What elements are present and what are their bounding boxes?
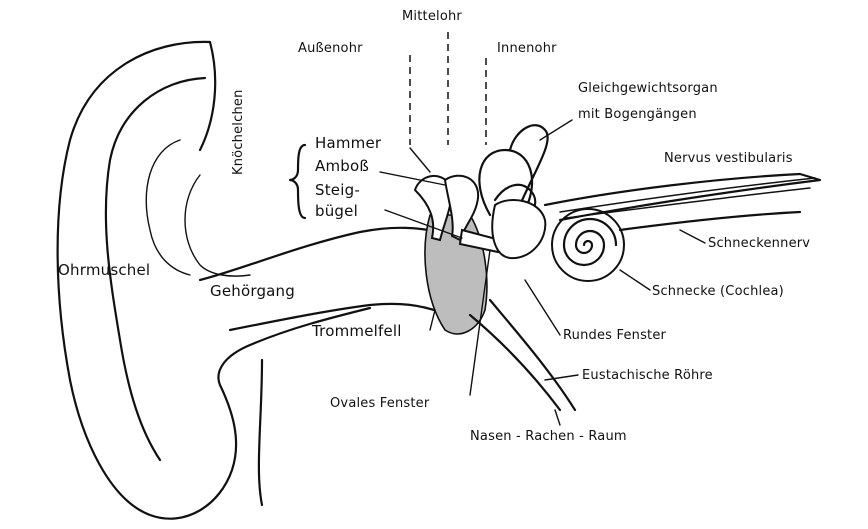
auricle-outline (58, 42, 370, 519)
leader-rundes-fenster (525, 280, 560, 335)
ear-canal-top (200, 228, 440, 280)
label-gleichgewicht-line1: Gleichgewichtsorgan (578, 80, 718, 97)
label-nasen-rachen-raum: Nasen - Rachen - Raum (470, 428, 627, 445)
label-ohrmuschel: Ohrmuschel (58, 262, 150, 279)
label-schnecke: Schnecke (Cochlea) (652, 283, 784, 300)
label-rundes-fenster: Rundes Fenster (563, 327, 666, 344)
label-ovales-fenster: Ovales Fenster (330, 395, 429, 412)
label-nervus-vestibularis: Nervus vestibularis (664, 150, 793, 167)
label-knoechelchen: Knöchelchen (230, 89, 247, 175)
label-hammer: Hammer (315, 135, 381, 152)
label-gehoergang: Gehörgang (210, 283, 295, 300)
leader-schnecke (620, 270, 650, 290)
eustachian-tube-lower (490, 300, 575, 410)
vestibule (492, 200, 545, 258)
label-trommelfell: Trommelfell (312, 323, 402, 340)
label-schneckennerv: Schneckennerv (708, 235, 810, 252)
leader-eustach (545, 375, 578, 380)
label-steig-line1: Steig- (315, 182, 360, 199)
knoechelchen-brace (290, 145, 305, 218)
auricle-back-edge (259, 360, 262, 505)
label-aussenohr: Außenohr (298, 40, 363, 57)
schneckennerv-line (620, 212, 800, 230)
label-innenohr: Innenohr (497, 40, 557, 57)
leader-hammer (410, 148, 430, 172)
leader-schneckennerv (680, 230, 705, 243)
label-gleichgewicht-line2: mit Bogengängen (578, 106, 697, 123)
label-eustachische-roehre: Eustachische Röhre (582, 367, 713, 384)
auricle-top (200, 42, 215, 150)
label-steig-line2: bügel (315, 203, 358, 220)
label-amboss: Amboß (315, 158, 369, 175)
concha (185, 175, 250, 276)
antihelix (146, 140, 190, 275)
label-mittelohr: Mittelohr (402, 8, 462, 25)
leader-trommelfell (430, 310, 435, 330)
leader-nasen (555, 410, 560, 425)
